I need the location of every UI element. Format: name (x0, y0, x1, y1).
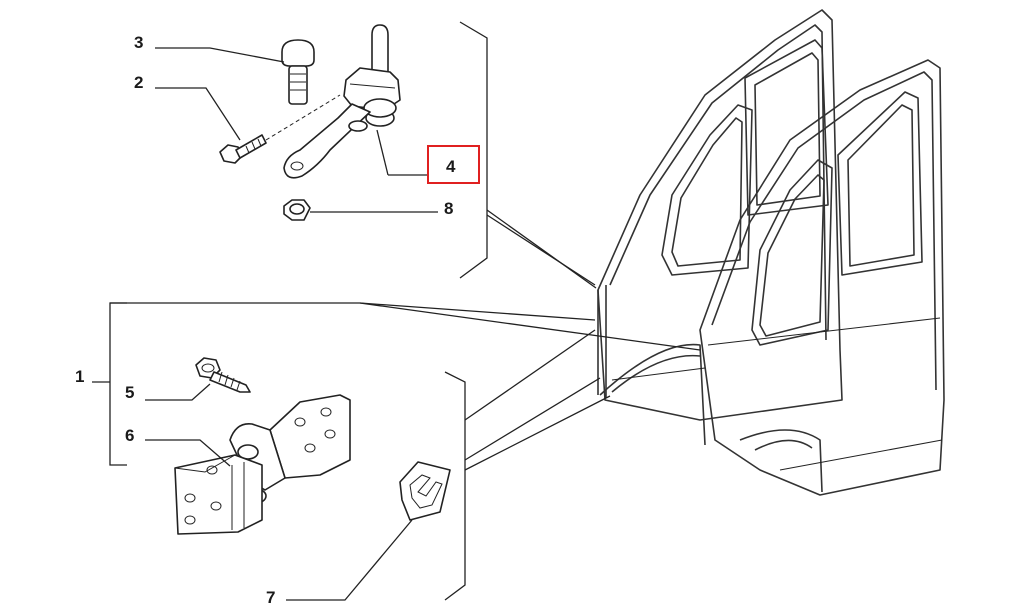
callout-4: 4 (446, 157, 456, 176)
callout-2: 2 (134, 73, 143, 92)
screw-icon (195, 357, 251, 393)
door-check-arm-icon (283, 24, 401, 179)
hex-bolt-icon (219, 94, 341, 164)
spring-clip-icon (399, 461, 451, 521)
hex-nut-icon (283, 199, 311, 221)
highlight-box-part-4 (427, 145, 480, 184)
leader-lines (92, 47, 438, 601)
callout-6: 6 (125, 426, 134, 445)
callout-5: 5 (125, 383, 134, 402)
callout-3: 3 (134, 33, 143, 52)
bracket-lines (109, 21, 701, 601)
van-cab-doors-icon (597, 9, 945, 496)
hinge-pin-icon (281, 39, 315, 105)
callout-labels: 3 2 4 8 1 5 6 7 (75, 33, 456, 607)
callout-1: 1 (75, 367, 84, 386)
callout-7: 7 (266, 588, 275, 607)
callout-8: 8 (444, 199, 453, 218)
door-hinge-icon (174, 394, 351, 535)
